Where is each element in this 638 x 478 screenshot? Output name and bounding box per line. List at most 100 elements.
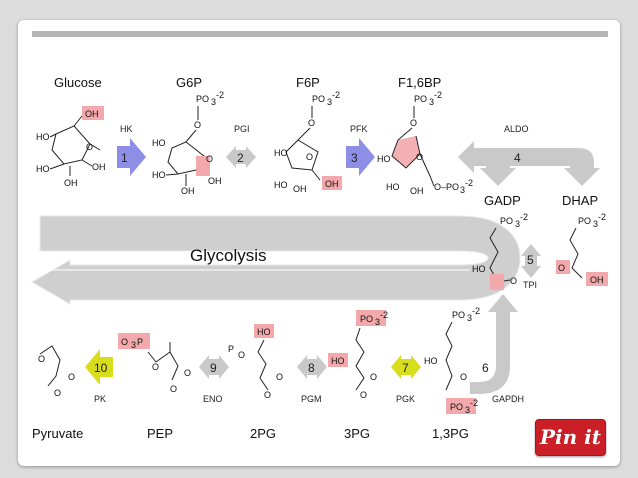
svg-text:-2: -2 bbox=[472, 306, 480, 316]
hk-enzyme-label: HK bbox=[120, 124, 133, 134]
svg-text:3: 3 bbox=[465, 405, 470, 415]
svg-text:3: 3 bbox=[327, 97, 332, 107]
3pg-structure: PO 3 -2 HO O O bbox=[328, 310, 388, 400]
step-3-number: 3 bbox=[351, 151, 358, 165]
svg-text:3: 3 bbox=[515, 219, 520, 229]
glycolysis-title: Glycolysis bbox=[190, 246, 267, 265]
step-10-number: 10 bbox=[94, 361, 108, 375]
f16bp-label: F1,6BP bbox=[398, 75, 441, 90]
13pg-label: 1,3PG bbox=[432, 426, 469, 441]
step-2-double-arrow-icon bbox=[226, 146, 256, 168]
svg-text:P: P bbox=[228, 344, 234, 354]
step-9-double-arrow-icon bbox=[199, 355, 229, 379]
svg-text:OH: OH bbox=[181, 186, 195, 196]
svg-text:HO: HO bbox=[152, 170, 166, 180]
svg-text:HO: HO bbox=[386, 182, 400, 192]
3pg-label: 3PG bbox=[344, 426, 370, 441]
pyruvate-structure: O O O bbox=[38, 345, 75, 398]
svg-text:3: 3 bbox=[460, 185, 465, 195]
svg-text:-2: -2 bbox=[332, 90, 340, 100]
step-4-number: 4 bbox=[514, 151, 521, 165]
step-6-arrow-icon bbox=[470, 294, 518, 394]
13bpg-structure: PO 3 -2 HO O PO 3 -2 bbox=[424, 306, 480, 415]
step-3-arrow-icon bbox=[346, 138, 375, 176]
svg-text:HO: HO bbox=[152, 138, 166, 148]
pep-structure: O 3 P O O O bbox=[118, 333, 191, 394]
svg-text:O: O bbox=[86, 142, 93, 152]
pgi-enzyme-label: PGI bbox=[234, 124, 250, 134]
glycolysis-band bbox=[31, 215, 521, 305]
svg-text:OH: OH bbox=[590, 275, 604, 285]
svg-text:3: 3 bbox=[593, 219, 598, 229]
svg-text:O: O bbox=[416, 152, 423, 162]
svg-text:O: O bbox=[308, 118, 315, 128]
svg-text:-2: -2 bbox=[434, 90, 442, 100]
svg-text:-2: -2 bbox=[520, 212, 528, 222]
gadp-structure: PO 3 -2 HO O bbox=[472, 212, 528, 290]
glucose-label: Glucose bbox=[54, 75, 102, 90]
svg-text:PO: PO bbox=[578, 216, 591, 226]
pyruvate-label: Pyruvate bbox=[32, 426, 83, 441]
step-9-number: 9 bbox=[210, 361, 217, 375]
svg-text:HO: HO bbox=[424, 356, 438, 366]
svg-text:O: O bbox=[38, 354, 45, 364]
svg-text:O: O bbox=[238, 350, 245, 360]
f6p-label: F6P bbox=[296, 75, 320, 90]
svg-text:HO: HO bbox=[472, 264, 486, 274]
g6p-label: G6P bbox=[176, 75, 202, 90]
step-5-number: 5 bbox=[527, 253, 534, 267]
svg-text:PO: PO bbox=[196, 94, 209, 104]
svg-text:HO: HO bbox=[331, 356, 345, 366]
gapdh-enzyme-label: GAPDH bbox=[492, 394, 524, 404]
svg-text:O: O bbox=[194, 120, 201, 130]
aldo-enzyme-label: ALDO bbox=[504, 124, 529, 134]
step-10-arrow-icon bbox=[85, 349, 113, 385]
2pg-label: 2PG bbox=[250, 426, 276, 441]
svg-text:-2: -2 bbox=[216, 90, 224, 100]
2pg-structure: HO P O O O bbox=[228, 324, 283, 400]
svg-text:OH: OH bbox=[208, 176, 222, 186]
f6p-structure: PO 3 -2 O O HO HO OH OH bbox=[274, 90, 342, 194]
svg-text:O: O bbox=[170, 384, 177, 394]
svg-text:3: 3 bbox=[375, 317, 380, 327]
svg-text:HO: HO bbox=[274, 180, 288, 190]
svg-text:O: O bbox=[152, 362, 159, 372]
svg-text:HO: HO bbox=[274, 148, 288, 158]
svg-text:O: O bbox=[460, 372, 467, 382]
svg-text:OH: OH bbox=[293, 184, 307, 194]
svg-text:PO: PO bbox=[452, 310, 465, 320]
svg-text:-2: -2 bbox=[470, 398, 478, 408]
f16bp-structure: PO 3 -2 O O HO HO OH O–PO 3 -2 bbox=[377, 90, 473, 196]
svg-text:PO: PO bbox=[312, 94, 325, 104]
gadp-label: GADP bbox=[484, 193, 521, 208]
tpi-enzyme-label: TPI bbox=[523, 280, 537, 290]
svg-text:O: O bbox=[121, 337, 128, 347]
pk-enzyme-label: PK bbox=[94, 394, 106, 404]
step-1-arrow-icon bbox=[117, 138, 146, 176]
g6p-structure: PO 3 -2 O HO HO OH OH O bbox=[152, 90, 224, 196]
svg-text:O: O bbox=[206, 154, 213, 164]
step-4-split-arrow-icon bbox=[458, 141, 600, 186]
pgk-enzyme-label: PGK bbox=[396, 394, 415, 404]
svg-text:-2: -2 bbox=[380, 310, 388, 320]
svg-text:OH: OH bbox=[325, 179, 339, 189]
pin-it-button[interactable]: Pin it bbox=[535, 419, 606, 456]
svg-text:O–PO: O–PO bbox=[434, 182, 459, 192]
step-7-number: 7 bbox=[402, 361, 409, 375]
pfk-enzyme-label: PFK bbox=[350, 124, 368, 134]
svg-text:OH: OH bbox=[85, 109, 99, 119]
step-7-double-arrow-icon bbox=[391, 355, 421, 379]
svg-text:O: O bbox=[184, 368, 191, 378]
svg-text:O: O bbox=[54, 388, 61, 398]
svg-text:3: 3 bbox=[131, 340, 136, 350]
svg-text:3: 3 bbox=[467, 313, 472, 323]
svg-text:OH: OH bbox=[92, 162, 106, 172]
svg-text:3: 3 bbox=[211, 97, 216, 107]
svg-text:HO: HO bbox=[36, 132, 50, 142]
svg-text:PO: PO bbox=[450, 402, 463, 412]
svg-text:O: O bbox=[410, 118, 417, 128]
svg-text:O: O bbox=[264, 390, 271, 400]
svg-text:OH: OH bbox=[410, 186, 424, 196]
